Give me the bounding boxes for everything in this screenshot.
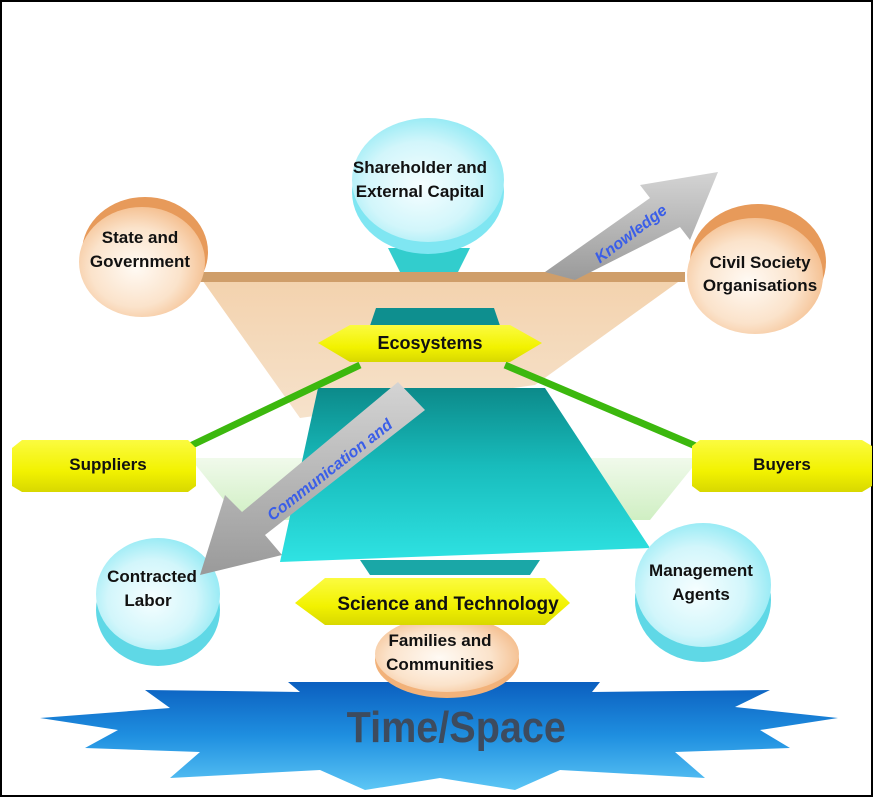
contracted-labor-node: Contracted Labor: [96, 538, 220, 666]
science-technology-label: Science and Technology: [337, 594, 559, 615]
link-suppliers: [186, 361, 362, 451]
civil-line1: Civil Society: [709, 253, 811, 272]
civil-line2: Organisations: [703, 276, 817, 295]
science-technology-bar: [295, 578, 570, 625]
shareholder-line2: External Capital: [356, 182, 485, 201]
management-line2: Agents: [672, 585, 730, 604]
families-node: Families and Communities: [375, 616, 519, 698]
shareholder-line1: Shareholder and: [353, 158, 487, 177]
teal-pyramid-top: [388, 248, 470, 272]
teal-pyramid-lower: [360, 560, 540, 575]
ecosystems-bar: [318, 325, 542, 362]
management-agents-node: Management Agents: [635, 523, 771, 662]
time-space-label: Time/Space: [347, 702, 566, 751]
suppliers-label: Suppliers: [69, 455, 146, 474]
time-space-base: [40, 682, 838, 790]
contracted-line1: Contracted: [107, 567, 197, 586]
families-line2: Communities: [386, 655, 494, 674]
state-line1: State and: [102, 228, 179, 247]
state-line2: Government: [90, 252, 190, 271]
tan-platform-rim: [200, 272, 685, 282]
management-line1: Management: [649, 561, 753, 580]
civil-society-node: Civil Society Organisations: [687, 204, 826, 334]
contracted-line2: Labor: [124, 591, 172, 610]
ecosystems-label: Ecosystems: [377, 333, 482, 353]
buyers-label: Buyers: [753, 455, 811, 474]
buyers-bar: [692, 440, 872, 492]
families-line1: Families and: [389, 631, 492, 650]
shareholder-node: Shareholder and External Capital: [352, 118, 504, 254]
link-buyers: [503, 361, 700, 451]
state-government-node: State and Government: [79, 197, 208, 317]
suppliers-bar: [12, 440, 196, 492]
